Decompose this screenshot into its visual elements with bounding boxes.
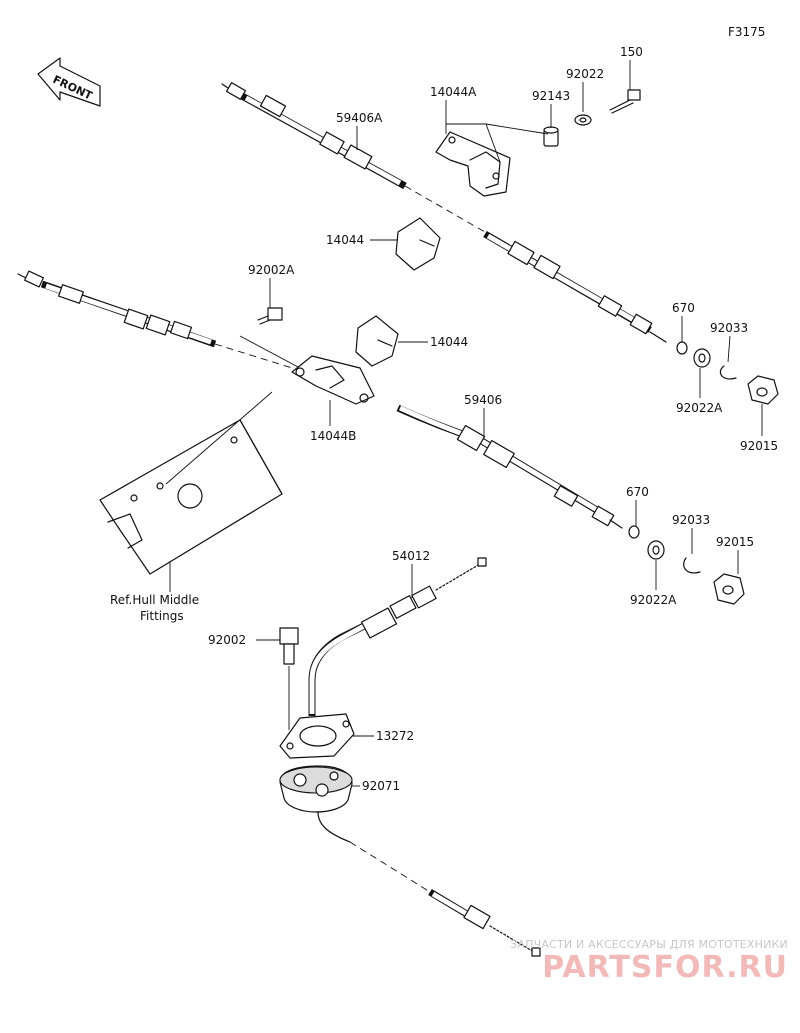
cover-14044-top[interactable]	[395, 217, 441, 271]
nut-92015-top[interactable]	[747, 375, 779, 405]
label-670-bot[interactable]: 670	[626, 485, 649, 499]
clip-92033-bot[interactable]	[683, 557, 701, 574]
bolt-92002A[interactable]	[257, 307, 283, 325]
label-92022[interactable]: 92022	[566, 67, 604, 81]
label-92071[interactable]: 92071	[362, 779, 400, 793]
label-92022A-top[interactable]: 92022A	[676, 401, 723, 415]
label-150[interactable]: 150	[620, 45, 643, 59]
clip-92033-top[interactable]	[719, 365, 737, 380]
grommet-92071[interactable]	[279, 765, 353, 813]
watermark-logo: PARTSFOR.RU	[542, 950, 788, 985]
ref-note-line2: Fittings	[140, 609, 184, 623]
label-92022A-bot[interactable]: 92022A	[630, 593, 677, 607]
front-arrow-icon: FRONT	[37, 57, 101, 107]
label-92033-top[interactable]: 92033	[710, 321, 748, 335]
washer-92022A-bot[interactable]	[647, 540, 665, 560]
bracket-14044B[interactable]	[291, 355, 375, 405]
bolt-92002[interactable]	[279, 627, 299, 665]
bracket-14044A[interactable]	[435, 131, 511, 197]
watermark-tagline: ЗАПЧАСТИ И АКСЕССУАРЫ ДЛЯ МОТОТЕХНИКИ	[510, 938, 788, 951]
label-54012[interactable]: 54012	[392, 549, 430, 563]
cable-59406A[interactable]	[221, 82, 407, 190]
ref-note-line1: Ref.Hull Middle	[110, 593, 199, 607]
bolt-150[interactable]	[609, 89, 641, 114]
collar-92143[interactable]	[543, 126, 559, 147]
nut-92015-bot[interactable]	[713, 573, 745, 605]
hull-middle-fittings	[99, 419, 283, 575]
cable-54012-end[interactable]	[428, 888, 541, 957]
cable-59406-left[interactable]	[17, 270, 217, 348]
label-92002A[interactable]: 92002A	[248, 263, 295, 277]
washer-92022A-top[interactable]	[693, 348, 711, 368]
cable-54012[interactable]	[308, 557, 487, 716]
cable-59406A-far-end[interactable]	[483, 230, 667, 343]
label-59406[interactable]: 59406	[464, 393, 502, 407]
label-670-top[interactable]: 670	[672, 301, 695, 315]
plate-13272[interactable]	[279, 713, 355, 759]
label-13272[interactable]: 13272	[376, 729, 414, 743]
o-ring-670-top[interactable]	[676, 341, 688, 355]
label-59406A[interactable]: 59406A	[336, 111, 383, 125]
label-92143[interactable]: 92143	[532, 89, 570, 103]
label-14044A[interactable]: 14044A	[430, 85, 477, 99]
label-92002[interactable]: 92002	[208, 633, 246, 647]
label-92015-top[interactable]: 92015	[740, 439, 778, 453]
label-14044-top[interactable]: 14044	[326, 233, 364, 247]
o-ring-670-bot[interactable]	[628, 525, 640, 539]
label-14044-mid[interactable]: 14044	[430, 335, 468, 349]
washer-92022[interactable]	[574, 114, 592, 126]
cable-59406-right[interactable]	[396, 404, 623, 529]
cover-14044-mid[interactable]	[355, 315, 399, 367]
label-14044B[interactable]: 14044B	[310, 429, 356, 443]
diagram-code: F3175	[728, 25, 765, 39]
label-92015-bot[interactable]: 92015	[716, 535, 754, 549]
label-92033-bot[interactable]: 92033	[672, 513, 710, 527]
